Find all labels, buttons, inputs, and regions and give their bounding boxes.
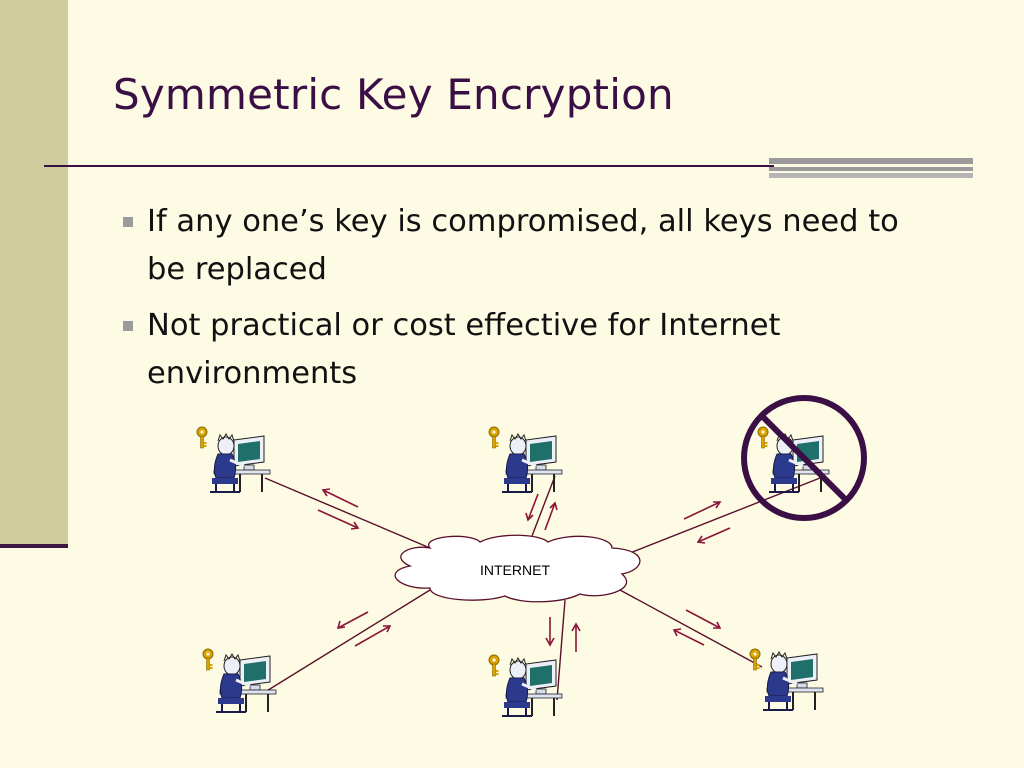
link-top-right [624, 477, 821, 556]
no-entry-icon [741, 395, 867, 521]
bullet-item: Not practical or cost effective for Inte… [120, 302, 920, 398]
workstation-top-left [196, 426, 272, 494]
user-at-computer-icon [767, 432, 831, 494]
link-bottom-left [264, 589, 431, 693]
user-at-computer-icon [500, 432, 564, 494]
workstation-top-center [488, 426, 564, 494]
key-icon [488, 654, 500, 677]
title-rule-accent [769, 158, 973, 180]
workstation-bottom-right [749, 648, 825, 712]
user-at-computer-icon [208, 432, 272, 494]
key-icon [749, 648, 761, 671]
user-at-computer-icon [214, 652, 278, 714]
internet-cloud: INTERNET [394, 534, 641, 603]
arrow-pair-top-right [683, 501, 731, 544]
arrow-pair-bottom-right [672, 609, 722, 646]
left-decorative-band [0, 0, 68, 546]
bullet-list: If any one’s key is compromised, all key… [120, 198, 920, 406]
arrow-pair-top-left [317, 488, 360, 530]
key-icon [488, 426, 500, 449]
slide-title: Symmetric Key Encryption [113, 70, 674, 119]
link-top-center [531, 475, 556, 537]
arrow-pair-bottom-center [545, 617, 581, 652]
title-underline [44, 165, 774, 167]
bullet-text: If any one’s key is compromised, all key… [147, 204, 899, 287]
user-at-computer-icon [500, 656, 564, 718]
workstation-bottom-left [202, 648, 278, 714]
key-icon [757, 426, 769, 449]
user-at-computer-icon [761, 650, 825, 712]
link-bottom-center [556, 599, 566, 701]
arrow-pair-top-center [525, 493, 558, 531]
bullet-item: If any one’s key is compromised, all key… [120, 198, 920, 294]
key-icon [196, 426, 208, 449]
workstation-top-right [741, 395, 867, 521]
internet-label: INTERNET [480, 562, 550, 578]
link-top-left [264, 477, 431, 549]
square-bullet-icon [123, 321, 133, 331]
square-bullet-icon [123, 217, 133, 227]
bullet-text: Not practical or cost effective for Inte… [147, 308, 781, 391]
connection-lines [264, 475, 821, 701]
arrow-pair-bottom-left [336, 611, 392, 647]
traffic-arrows [317, 488, 731, 652]
workstation-bottom-center [488, 654, 564, 718]
left-band-underline [0, 544, 68, 548]
key-icon [202, 648, 214, 671]
link-bottom-right [619, 589, 763, 668]
